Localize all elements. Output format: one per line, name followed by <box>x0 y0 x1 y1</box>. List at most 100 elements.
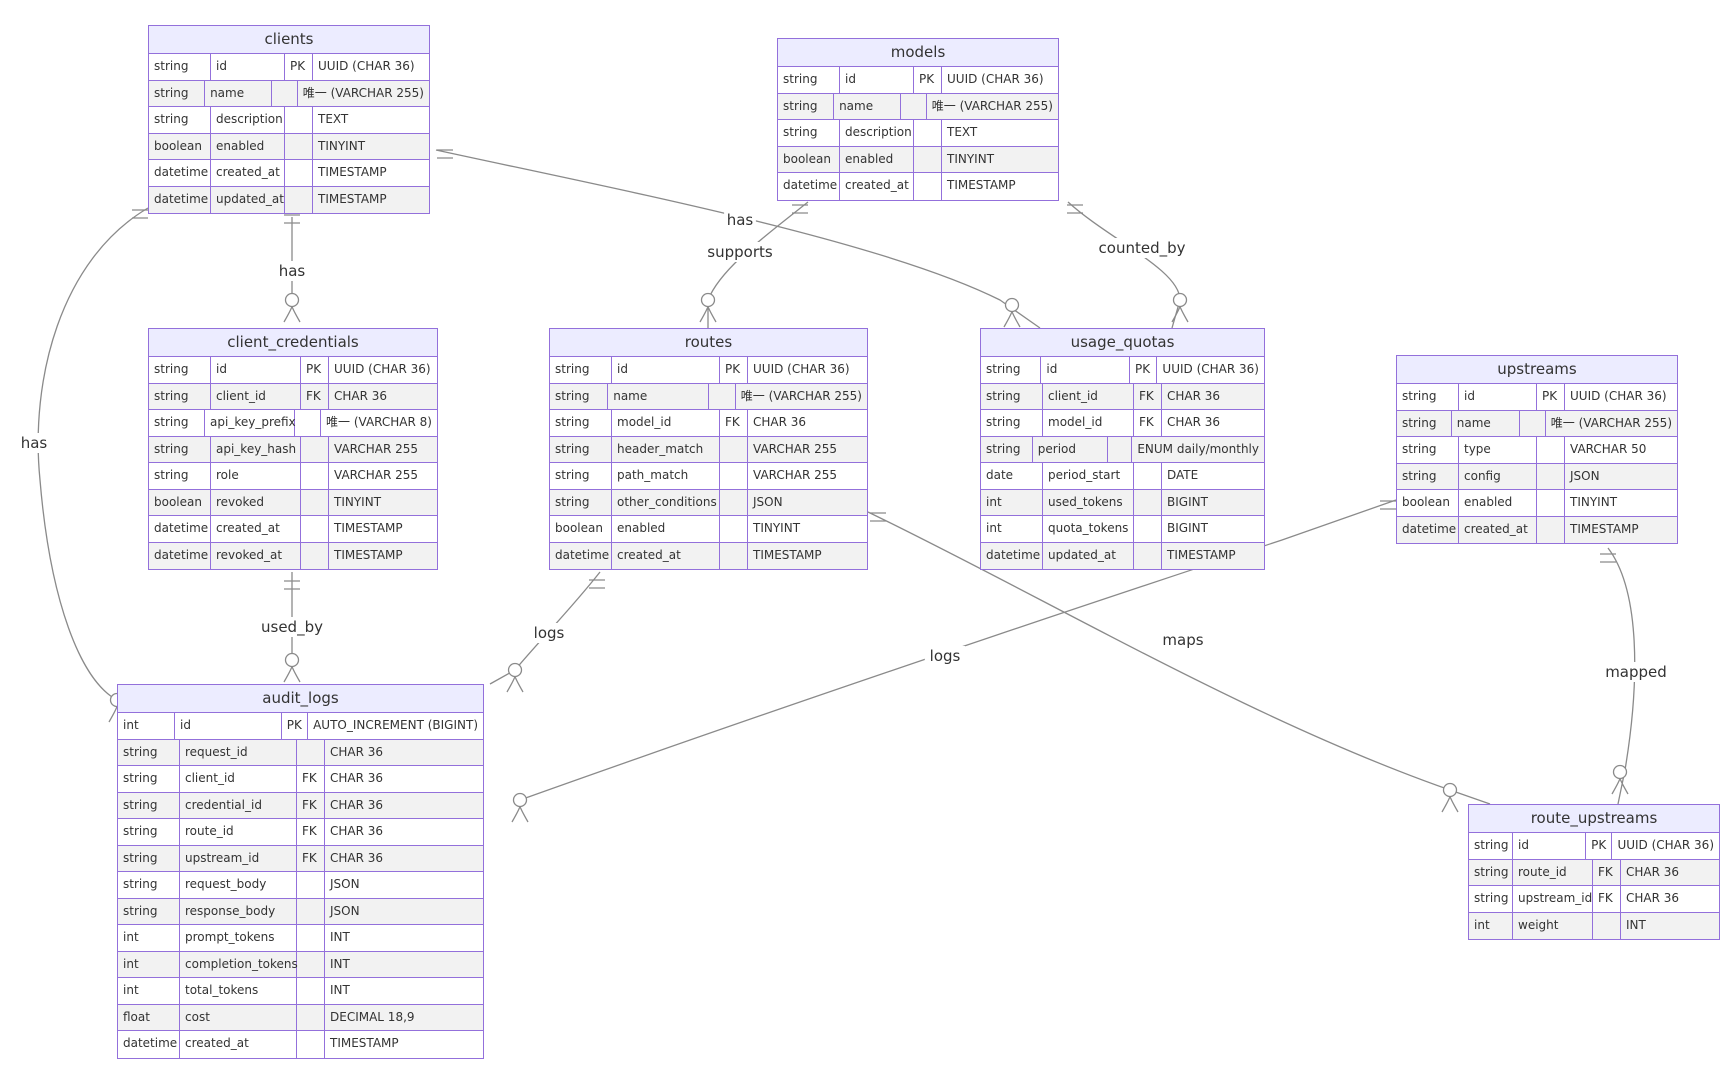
attribute-comment: INT <box>1626 917 1646 932</box>
attribute-name: response_body <box>180 898 297 924</box>
attribute-type: string <box>981 357 1042 383</box>
attribute-key <box>1134 463 1162 489</box>
attribute-name: total_tokens <box>180 978 297 1004</box>
attribute-type: string <box>149 463 211 489</box>
attribute-key <box>272 80 298 106</box>
attribute-name: route_id <box>180 819 297 845</box>
relationship-line <box>1067 201 1181 329</box>
attribute-type: string <box>550 489 612 515</box>
attribute-comment: VARCHAR 255 <box>334 468 419 482</box>
attribute-name: upstream_id <box>180 845 297 871</box>
attribute-key <box>901 93 927 119</box>
attribute-name: created_at <box>1459 516 1537 543</box>
attribute-comment: TIMESTAMP <box>330 1036 399 1050</box>
attribute-type: string <box>149 54 211 80</box>
attribute-type: int <box>981 489 1043 515</box>
attribute-name: updated_at <box>211 186 285 213</box>
attribute-key <box>1537 490 1565 516</box>
attribute-comment: TINYINT <box>1570 495 1618 509</box>
attribute-comment: UUID (CHAR 36) <box>318 59 415 73</box>
relationship-label-background <box>258 617 326 637</box>
attribute-comment: CHAR 36 <box>330 771 384 785</box>
attribute-type: int <box>981 516 1043 542</box>
attribute-name: request_body <box>180 872 297 898</box>
attribute-type: string <box>118 792 180 818</box>
attribute-type: float <box>118 1004 180 1030</box>
attribute-comment: VARCHAR 255 <box>753 468 838 482</box>
attribute-key: FK <box>297 766 325 792</box>
attribute-key <box>285 186 313 213</box>
attribute-type: string <box>118 819 180 845</box>
attribute-name: enabled <box>612 516 720 542</box>
attribute-type: string <box>149 383 211 409</box>
zero-marker <box>700 292 716 308</box>
attribute-key <box>297 925 325 951</box>
crow-foot-marker <box>1003 310 1021 328</box>
attribute-comment: AUTO_INCREMENT (BIGINT) <box>313 718 478 732</box>
attribute-name: period_start <box>1043 463 1134 489</box>
exactly-one-marker <box>132 209 148 219</box>
attribute-comment: CHAR 36 <box>330 744 384 759</box>
attribute-key: PK <box>1537 384 1565 410</box>
attribute-comment: TEXT <box>947 125 978 139</box>
attribute-name: name <box>608 383 710 409</box>
relationship-label-background <box>1607 662 1665 682</box>
relationship-routes-route-upstreams <box>867 511 1491 813</box>
attribute-name: description <box>840 120 914 146</box>
attribute-type: string <box>981 383 1043 409</box>
attribute-comment: UUID (CHAR 36) <box>1617 838 1714 852</box>
attribute-name: name <box>205 80 272 106</box>
relationship-label: counted_by <box>1099 239 1186 258</box>
attribute-key: PK <box>301 357 329 383</box>
attribute-name: period <box>1033 436 1108 462</box>
attribute-type: boolean <box>1397 490 1459 516</box>
attribute-name: enabled <box>1459 490 1537 516</box>
attribute-name: config <box>1459 463 1537 489</box>
attribute-type: int <box>118 951 180 977</box>
attribute-key: FK <box>297 819 325 845</box>
attribute-type: string <box>550 410 612 436</box>
attribute-comment: TIMESTAMP <box>334 547 403 562</box>
attribute-key <box>720 436 748 462</box>
attribute-key: FK <box>301 383 329 409</box>
attribute-type: date <box>981 463 1043 489</box>
attribute-comment: UUID (CHAR 36) <box>1570 389 1667 403</box>
attribute-name: id <box>175 713 282 739</box>
attribute-comment: BIGINT <box>1167 521 1208 535</box>
attribute-name: model_id <box>1043 410 1134 436</box>
entity-title: usage_quotas <box>981 329 1264 357</box>
attribute-name: revoked <box>211 489 301 515</box>
relationship-line <box>867 511 1491 805</box>
relationship-label: used_by <box>261 618 323 637</box>
attribute-comment: TINYINT <box>334 494 382 509</box>
attribute-type: string <box>550 436 612 462</box>
attribute-type: string <box>149 436 211 462</box>
attribute-comment: 唯一 (VARCHAR 8) <box>326 415 432 429</box>
relationship-label: mapped <box>1605 663 1667 681</box>
